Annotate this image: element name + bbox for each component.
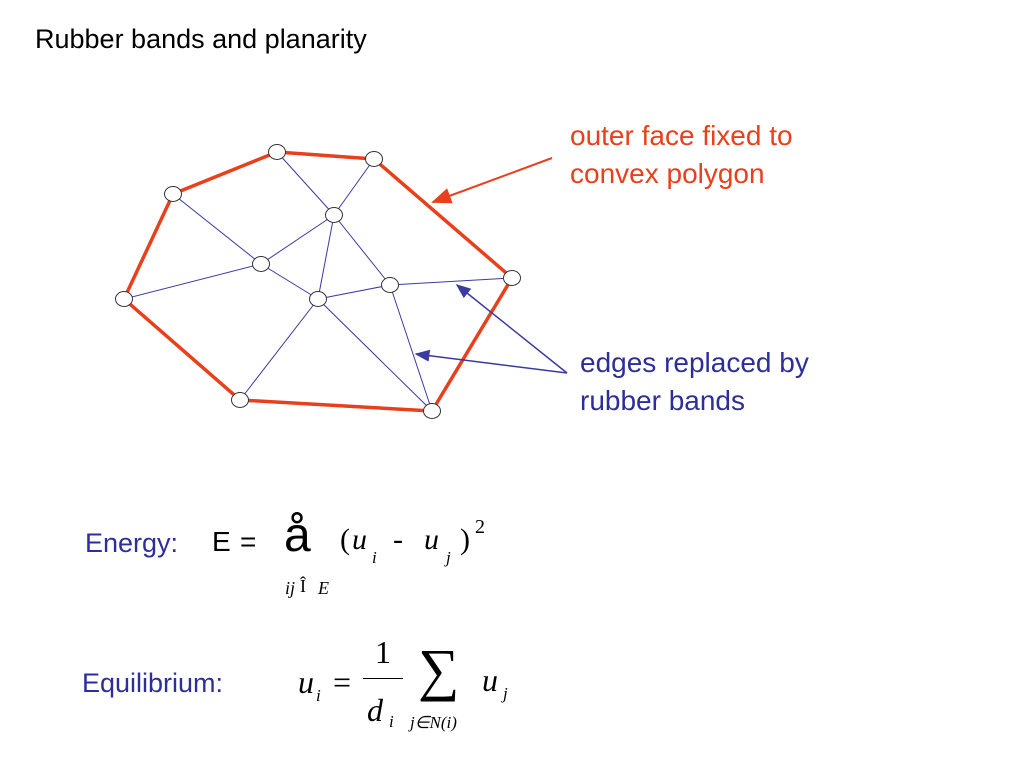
rubber-band-edge xyxy=(317,284,391,300)
outer-face-annotation: outer face fixed to convex polygon xyxy=(570,117,793,193)
outer-face-edge xyxy=(172,150,278,196)
energy-close-paren: ) xyxy=(460,523,470,556)
graph-node xyxy=(365,151,383,167)
rubber-band-edge xyxy=(260,263,319,300)
inner-edges xyxy=(123,151,513,412)
eq-denominator-sub: i xyxy=(389,712,394,731)
rubber-bands-line-2: rubber bands xyxy=(580,385,746,416)
energy-label: Energy: xyxy=(85,528,179,558)
rubber-band-edge xyxy=(239,298,319,401)
rubber-bands-annotation: edges replaced by rubber bands xyxy=(580,344,809,420)
graph-nodes xyxy=(115,144,521,419)
rubber-band-edge xyxy=(389,284,433,412)
eq-numerator: 1 xyxy=(375,634,391,670)
graph-node xyxy=(423,403,441,419)
energy-below-E: E xyxy=(318,578,329,598)
eq-sigma: ∑ xyxy=(418,637,460,702)
energy-symbol: E xyxy=(212,526,231,557)
sum-glyph: å xyxy=(284,509,311,562)
graph-node xyxy=(503,270,521,286)
energy-u-j: u xyxy=(424,523,439,556)
energy-below-ij: ij xyxy=(285,578,296,598)
graph-node xyxy=(381,277,399,293)
energy-open-paren: ( xyxy=(340,523,350,556)
rubber-band-edge xyxy=(123,263,262,300)
eq-u-i: u xyxy=(298,664,314,700)
energy-minus: - xyxy=(393,523,403,556)
outer-face-edge xyxy=(239,398,433,413)
outer-face-edge xyxy=(122,193,175,300)
outer-face-arrow xyxy=(431,157,553,204)
fraction-bar xyxy=(363,678,403,679)
energy-sub-j: j xyxy=(446,548,451,567)
eq-u-sub-i: i xyxy=(316,686,321,705)
graph-node xyxy=(115,291,133,307)
energy-power: 2 xyxy=(475,516,485,538)
outer-face-edge xyxy=(430,277,514,412)
rubber-band-edge xyxy=(172,193,262,265)
rubber-bands-line-1: edges replaced by xyxy=(580,347,809,378)
outer-face-edge xyxy=(122,297,242,402)
graph-node xyxy=(309,291,327,307)
rubber-band-arrow-1 xyxy=(455,284,568,374)
graph-node xyxy=(164,186,182,202)
rubber-band-edge xyxy=(260,214,335,265)
rubber-band-edge xyxy=(317,298,433,412)
outer-face-line-2: convex polygon xyxy=(570,158,765,189)
outer-face-edge xyxy=(276,150,375,161)
energy-sub-i: i xyxy=(372,548,377,567)
graph-node xyxy=(268,144,286,160)
page-title: Rubber bands and planarity xyxy=(35,24,367,54)
eq-sum-index: j∈N(i) xyxy=(410,713,457,732)
rubber-band-edge xyxy=(276,151,335,216)
graph-node xyxy=(231,392,249,408)
rubber-band-edge xyxy=(333,214,391,286)
energy-below-in: Î xyxy=(300,576,306,596)
energy-u-i: u xyxy=(352,523,367,556)
eq-u-j: u xyxy=(482,662,498,698)
rubber-band-edge xyxy=(333,158,375,216)
eq-denominator-d: d xyxy=(367,692,383,728)
outer-face-edge xyxy=(372,157,514,280)
graph-node xyxy=(252,256,270,272)
eq-u-sub-j: j xyxy=(503,684,508,703)
outer-face-line-1: outer face fixed to xyxy=(570,120,793,151)
eq-equals: = xyxy=(333,664,352,700)
rubber-band-edge xyxy=(389,277,513,286)
outer-edges xyxy=(122,150,514,413)
energy-equals: = xyxy=(240,526,257,557)
graph-node xyxy=(325,207,343,223)
rubber-band-arrow-2 xyxy=(414,349,568,374)
equilibrium-label: Equilibrium: xyxy=(82,668,224,698)
rubber-band-edge xyxy=(317,214,335,300)
